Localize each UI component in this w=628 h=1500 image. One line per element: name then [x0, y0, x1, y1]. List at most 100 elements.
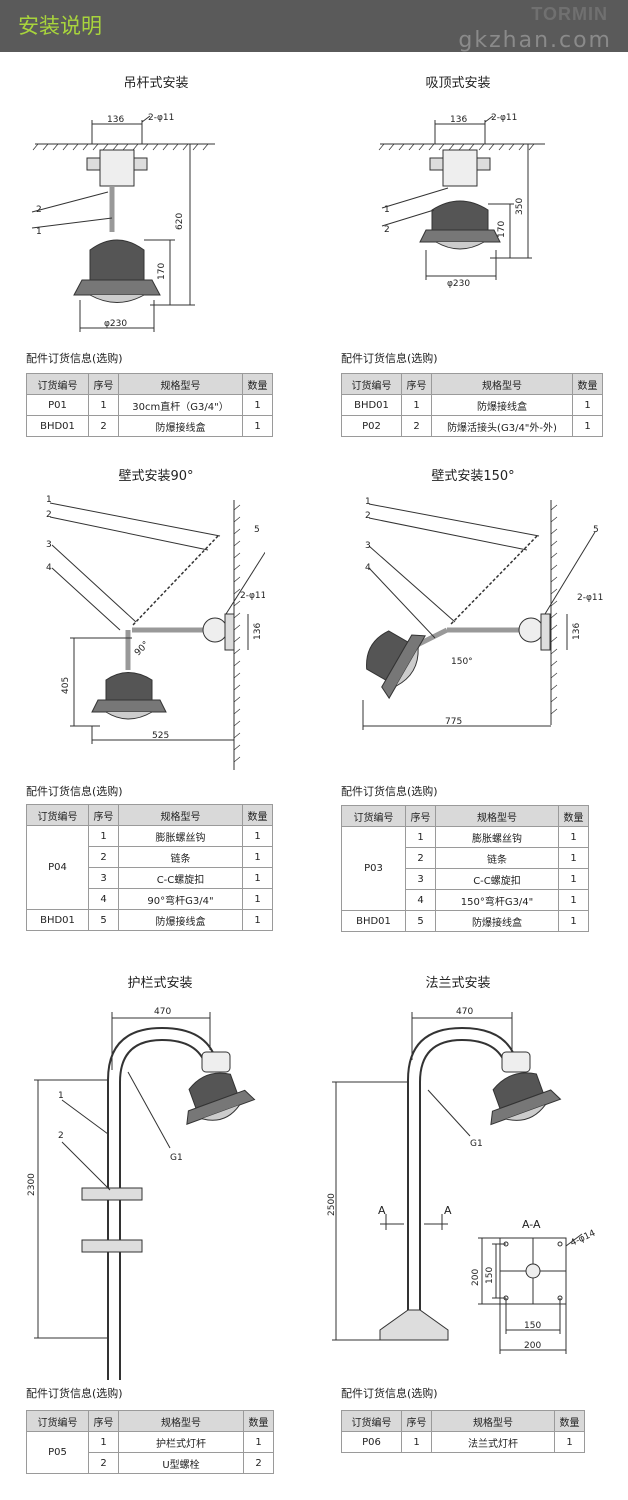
cell: 1 [88, 825, 119, 847]
cell: 1 [242, 394, 273, 416]
cell: P01 [26, 394, 89, 416]
col-header-spec: 规格型号 [118, 1410, 244, 1432]
wall90-reach-dim: 525 [152, 731, 169, 741]
accessory-heading-flange: 配件订货信息(选购) [341, 1387, 438, 1400]
wall150-height-dim: 136 [572, 623, 582, 640]
ceiling-lamp-height-dim: 170 [497, 221, 507, 238]
cell: 链条 [118, 846, 243, 868]
flange-mount-diagram: 470 2500 G1 A A A-A 4-φ14 200 150 150 20… [327, 1007, 597, 1354]
wall90-label-5: 5 [254, 525, 260, 535]
cell: 90°弯杆G3/4" [118, 888, 243, 910]
cell: 1 [242, 415, 273, 437]
cell: 30cm直杆（G3/4"） [118, 394, 243, 416]
accessory-heading-wall-150: 配件订货信息(选购) [341, 785, 438, 798]
col-header-seq: 序号 [401, 1410, 432, 1432]
cell: 1 [554, 1431, 585, 1453]
flange-side-200-dim: 200 [471, 1269, 481, 1286]
ceiling-width-dim: 136 [450, 115, 467, 125]
wall150-label-3: 3 [365, 541, 371, 551]
cell: P05 [26, 1431, 89, 1474]
cell: 2 [405, 847, 436, 869]
col-header-spec: 规格型号 [118, 804, 243, 826]
flange-bottom-150-dim: 150 [524, 1321, 541, 1331]
section-title-pendant: 吊杆式安装 [123, 76, 189, 91]
cell: 1 [242, 888, 273, 910]
pendant-holes-dim: 2-φ11 [148, 113, 174, 123]
col-header-spec: 规格型号 [431, 373, 573, 395]
pendant-lamp-height-dim: 170 [157, 263, 167, 280]
pendant-diameter-dim: φ230 [104, 319, 127, 329]
wall90-label-2: 2 [46, 510, 52, 520]
cell: 1 [558, 868, 589, 890]
col-header-qty: 数量 [558, 805, 589, 827]
pendant-height-dim: 620 [175, 213, 185, 230]
col-header-order-no: 订货编号 [341, 373, 402, 395]
railing-width-dim: 470 [154, 1007, 171, 1017]
ceiling-mount-diagram: 136 2-φ11 350 170 φ230 1 2 [378, 113, 545, 289]
cell: 1 [242, 846, 273, 868]
ceiling-label-1: 1 [384, 205, 390, 215]
flange-side-150-dim: 150 [485, 1267, 495, 1284]
col-header-spec: 规格型号 [118, 373, 243, 395]
flange-section-title: A-A [522, 1218, 541, 1231]
col-header-seq: 序号 [401, 373, 432, 395]
railing-mount-diagram: 470 2300 1 2 G1 [27, 1007, 256, 1380]
pendant-mount-diagram: 136 2-φ11 620 170 φ230 2 1 [31, 113, 215, 332]
section-title-ceiling: 吸顶式安装 [425, 76, 491, 91]
ceiling-diameter-dim: φ230 [447, 279, 470, 289]
cell: 1 [243, 1431, 274, 1453]
cell: 1 [242, 909, 273, 931]
flange-holes-dim: 4-φ14 [569, 1228, 597, 1248]
cell: 防爆接线盒 [431, 394, 573, 416]
cell: 1 [401, 1431, 432, 1453]
ceiling-label-2: 2 [384, 225, 390, 235]
cell: C-C螺旋扣 [435, 868, 559, 890]
cell: 膨胀螺丝钩 [435, 826, 559, 848]
cell: 防爆接线盒 [435, 910, 559, 932]
railing-thread-label: G1 [170, 1153, 183, 1163]
cell: 150°弯杆G3/4" [435, 889, 559, 911]
cell: 防爆活接头(G3/4"外-外) [431, 415, 573, 437]
wall-90-mount-diagram: 1 2 3 4 5 2-φ11 136 405 525 90° [46, 495, 265, 770]
wall-150-mount-diagram: 1 2 3 4 5 2-φ11 136 775 150° [362, 497, 603, 730]
site-watermark: gkzhan.com [458, 28, 612, 53]
accessory-heading-ceiling: 配件订货信息(选购) [341, 352, 438, 365]
page-header: 安装说明 TORMIN gkzhan.com [0, 0, 628, 53]
accessory-heading-pendant: 配件订货信息(选购) [26, 352, 123, 365]
flange-section-mark-right: A [444, 1204, 452, 1217]
cell: 1 [405, 826, 436, 848]
cell: 2 [243, 1452, 274, 1474]
flange-height-dim: 2500 [327, 1193, 337, 1216]
cell: BHD01 [26, 415, 89, 437]
cell: BHD01 [26, 909, 89, 931]
cell: 1 [572, 394, 603, 416]
wall150-label-1: 1 [365, 497, 371, 507]
col-header-spec: 规格型号 [435, 805, 559, 827]
brand-watermark: TORMIN [531, 4, 608, 24]
col-header-qty: 数量 [243, 1410, 274, 1432]
col-header-qty: 数量 [242, 804, 273, 826]
cell: 1 [401, 394, 432, 416]
wall150-label-4: 4 [365, 563, 371, 573]
flange-thread-label: G1 [470, 1139, 483, 1149]
wall150-label-2: 2 [365, 511, 371, 521]
wall150-label-5: 5 [593, 525, 599, 535]
wall90-height-dim: 136 [253, 623, 263, 640]
col-header-seq: 序号 [88, 373, 119, 395]
cell: 4 [405, 889, 436, 911]
cell: 防爆接线盒 [118, 415, 243, 437]
cell: 防爆接线盒 [118, 909, 243, 931]
